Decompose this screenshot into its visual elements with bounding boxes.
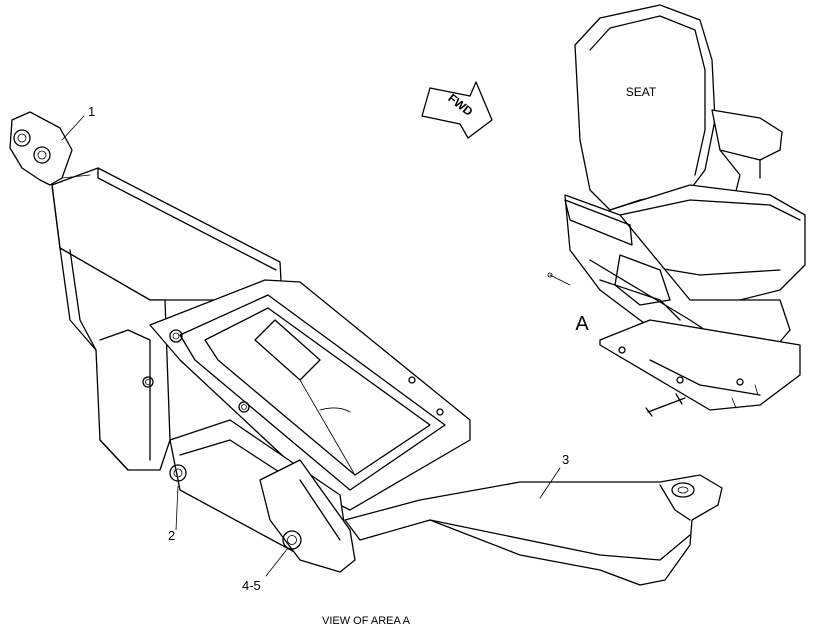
seat-mount-plate	[599, 319, 801, 411]
lower-leg	[259, 459, 356, 573]
forward-arrow: FWD	[421, 81, 493, 139]
ear-nut-2	[33, 146, 51, 164]
callout-3: 3	[539, 452, 569, 499]
callout-2-label: 2	[168, 528, 175, 543]
side-bolt	[142, 376, 154, 388]
tray-frame	[149, 279, 471, 511]
tray-bolt-2	[238, 401, 250, 413]
leg-bolt	[282, 530, 302, 550]
callout-4-5-label: 4-5	[242, 578, 261, 593]
area-marker: A	[575, 313, 589, 335]
callout-1-label: 1	[88, 104, 95, 119]
seat-assembly	[547, 4, 806, 417]
ear-nut-1	[13, 129, 31, 147]
tray-hole-2	[436, 408, 444, 416]
tray-hole-1	[408, 376, 416, 384]
arm-hole	[671, 482, 695, 498]
forward-arrow-shape	[421, 81, 493, 139]
view-caption: VIEW OF AREA A	[322, 615, 411, 627]
callout-2: 2	[168, 485, 179, 543]
callout-1: 1	[61, 104, 95, 141]
side-plate	[59, 247, 171, 471]
rail-nut	[169, 464, 187, 482]
support-arm	[344, 474, 723, 586]
bracket-assembly	[9, 111, 723, 586]
seat-label: SEAT	[626, 85, 657, 99]
seat-back	[574, 4, 716, 211]
tray-bolt-1	[169, 329, 183, 343]
callout-4-5: 4-5	[242, 547, 289, 593]
callout-3-label: 3	[562, 452, 569, 467]
mounting-ear	[9, 111, 73, 186]
